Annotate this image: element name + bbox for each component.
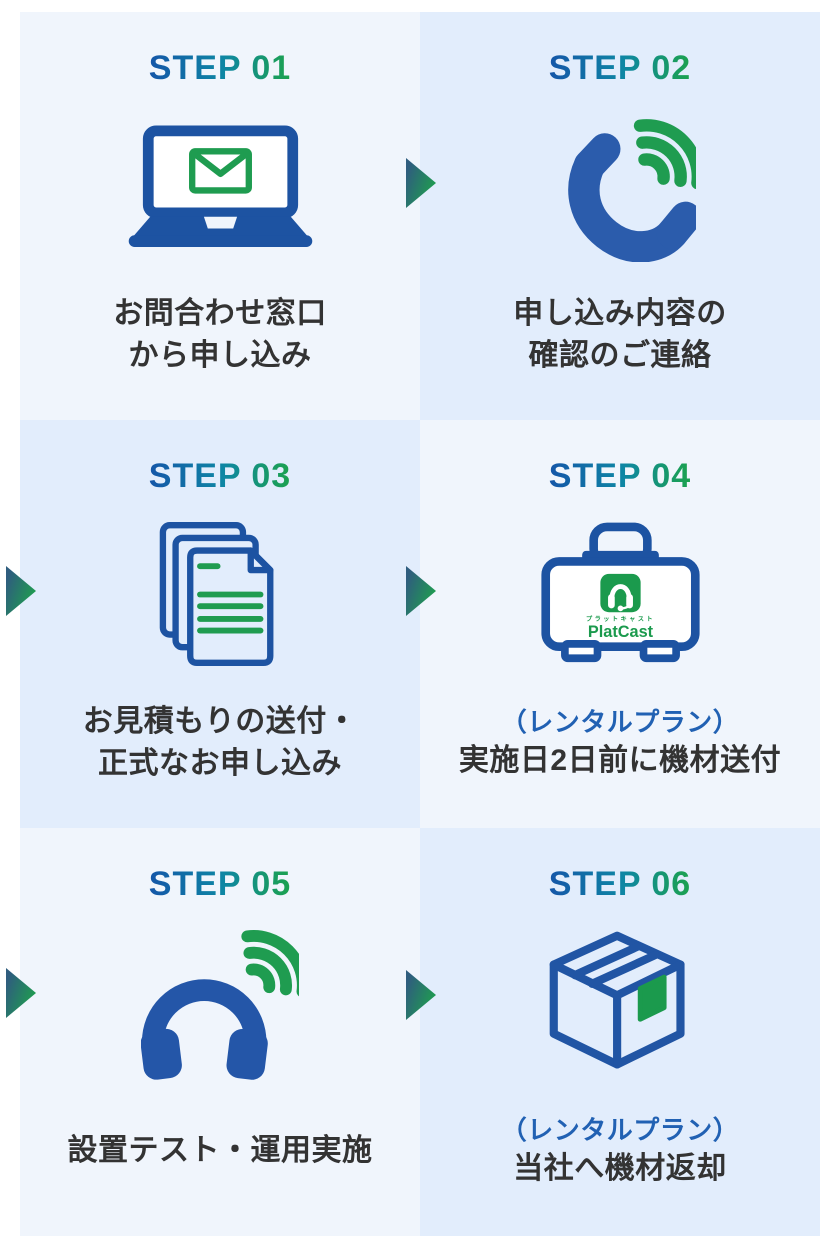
documents-icon-svg — [159, 521, 274, 666]
step-05-title: STEP 05 — [148, 865, 292, 903]
laptop-mail-icon — [118, 102, 323, 270]
step-04-title: STEP 04 — [548, 457, 692, 495]
caption-line: 実施日2日前に機材送付 — [458, 744, 782, 777]
step-04-caption: （レンタルプラン） 実施日2日前に機材送付 — [459, 684, 781, 802]
step-card-01: STEP 01 お問合わせ窓口 から申し込み — [20, 12, 420, 420]
shipping-box-icon-svg — [549, 931, 685, 1069]
step-card-04: STEP 04 プラットキャスト — [420, 420, 820, 828]
caption-line: 当社へ機材返却 — [513, 1152, 727, 1185]
step-01-caption: お問合わせ窓口 から申し込み — [113, 276, 327, 394]
step-02-caption: 申し込み内容の 確認のご連絡 — [513, 276, 727, 394]
step-06-caption: （レンタルプラン） 当社へ機材返却 — [501, 1092, 740, 1210]
caption-line: から申し込み — [128, 339, 312, 372]
step-grid: STEP 01 お問合わせ窓口 から申し込み STEP 02 — [20, 12, 820, 1236]
headphones-wireless-icon-svg — [141, 930, 299, 1080]
caption-line: お見積もりの送付・ — [82, 705, 358, 738]
documents-icon — [159, 510, 281, 678]
step-card-06: STEP 06 （レンタルプラン） 当社へ機材返却 — [420, 828, 820, 1236]
step-06-title: STEP 06 — [548, 865, 692, 903]
platcast-logo-text: PlatCast — [587, 623, 653, 641]
headphones-wireless-icon — [141, 918, 299, 1086]
step-02-title: STEP 02 — [548, 49, 692, 87]
laptop-mail-icon-svg — [128, 124, 312, 247]
step-05-caption: 設置テスト・運用実施 — [68, 1092, 373, 1210]
step-card-02: STEP 02 申し込み内容の 確認のご連絡 — [420, 12, 820, 420]
step-01-title: STEP 01 — [148, 49, 292, 87]
headset-logo-glyph — [607, 584, 633, 612]
caption-line: 設置テスト・運用実施 — [67, 1134, 373, 1167]
caption-line: 確認のご連絡 — [528, 339, 712, 372]
caption-sub-line: （レンタルプラン） — [500, 707, 740, 737]
equipment-case-icon-svg: プラットキャスト PlatCast — [540, 522, 700, 663]
equipment-case-icon: プラットキャスト PlatCast — [539, 510, 702, 678]
phone-call-icon — [544, 102, 696, 270]
caption-line: 申し込み内容の — [513, 297, 727, 330]
step-03-caption: お見積もりの送付・ 正式なお申し込み — [83, 684, 358, 802]
step-card-03: STEP 03 お見積もりの送付・ — [20, 420, 420, 828]
step-card-05: STEP 05 設置テスト・運用実施 — [20, 828, 420, 1236]
caption-sub-line: （レンタルプラン） — [500, 1115, 740, 1145]
shipping-box-icon — [548, 918, 692, 1086]
phone-call-icon-svg — [568, 119, 696, 262]
platcast-katakana: プラットキャスト — [586, 615, 655, 623]
caption-line: 正式なお申し込み — [98, 747, 342, 780]
step-03-title: STEP 03 — [148, 457, 292, 495]
caption-line: お問合わせ窓口 — [113, 297, 327, 330]
